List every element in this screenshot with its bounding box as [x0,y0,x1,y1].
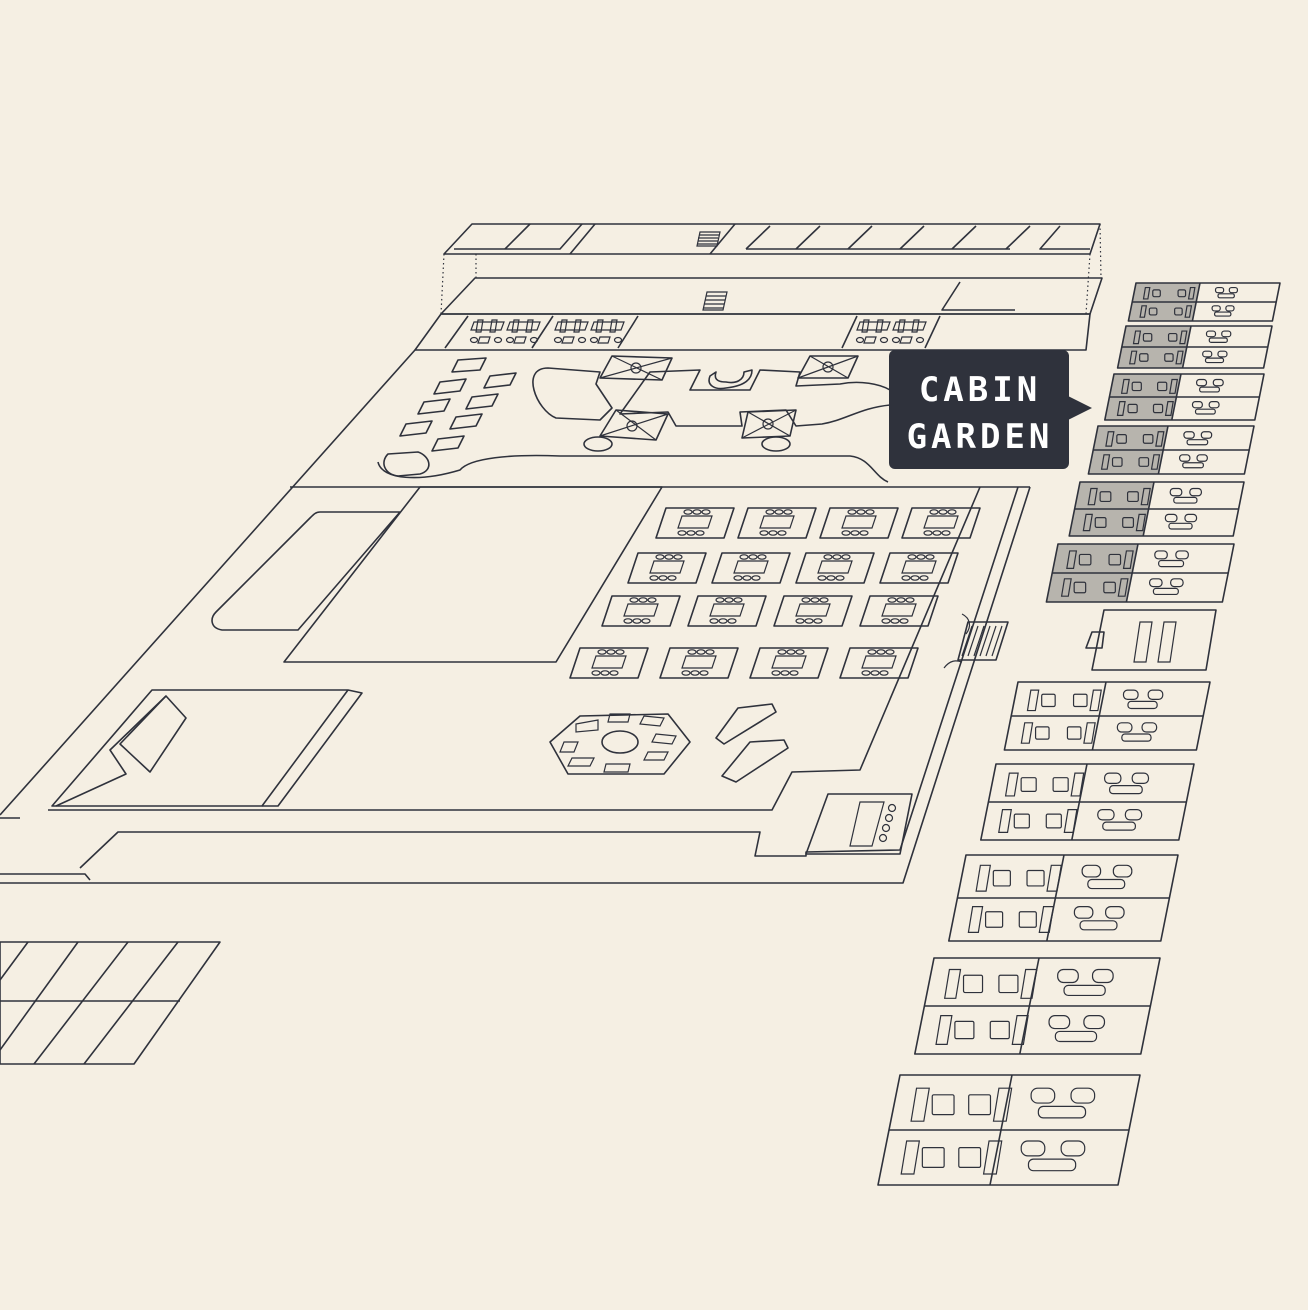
cabin-block[interactable] [1068,481,1245,537]
stairs-icon [943,613,1009,669]
cabin-block[interactable] [947,854,1179,942]
dining-area [48,486,1019,869]
service-counter [805,793,913,855]
bar-stool-set [553,319,589,344]
cabin-block[interactable] [913,957,1161,1055]
utility-building [1085,609,1217,671]
cabin-block[interactable] [1087,425,1255,475]
cabin-block[interactable] [1104,373,1265,421]
dining-tables [569,507,981,679]
dining-table-icon [659,647,739,679]
dining-table-icon [655,507,735,539]
dining-table-icon [569,647,649,679]
bar-seating [469,319,927,344]
cabin-garden-area [877,282,1281,1186]
stage [51,689,363,807]
dining-table-icon [901,507,981,539]
dining-table-icon [737,507,817,539]
round-table [549,713,691,775]
dining-table-icon [773,595,853,627]
pavilion [797,355,859,379]
main-deck [0,277,1103,884]
dining-table-icon [627,552,707,584]
callout-title-line2: GARDEN [907,417,1054,457]
dining-table-icon [687,595,767,627]
bar-stool-set [505,319,541,344]
stairs-icon [702,291,728,311]
bar-stool-set [855,319,891,344]
dining-table-icon [711,552,791,584]
cabin-block[interactable] [1003,681,1211,751]
cabin-block[interactable] [979,763,1195,841]
bar-stool-set [469,319,505,344]
bar-stool-set [589,319,625,344]
dining-table-icon [859,595,939,627]
cabin-block[interactable] [877,1074,1141,1186]
callout-pointer-icon [1068,396,1092,420]
pavilion [741,409,797,439]
dining-table-icon [879,552,959,584]
cabin-garden-callout[interactable]: CABIN GARDEN [889,350,1092,469]
stairs-icon [696,231,721,247]
cabin-block[interactable] [1116,325,1273,369]
parking-lot [0,941,221,1065]
dining-table-icon [819,507,899,539]
dining-table-icon [795,552,875,584]
callout-title-line1: CABIN [919,370,1041,410]
dining-table-icon [839,647,919,679]
cabin-block[interactable] [1127,282,1281,322]
pavilion [599,409,669,441]
pavilion [599,355,673,381]
dining-table-icon [601,595,681,627]
dining-table-icon [749,647,829,679]
bar-stool-set [891,319,927,344]
cabin-block[interactable] [1045,543,1235,603]
upper-deck [440,223,1102,315]
